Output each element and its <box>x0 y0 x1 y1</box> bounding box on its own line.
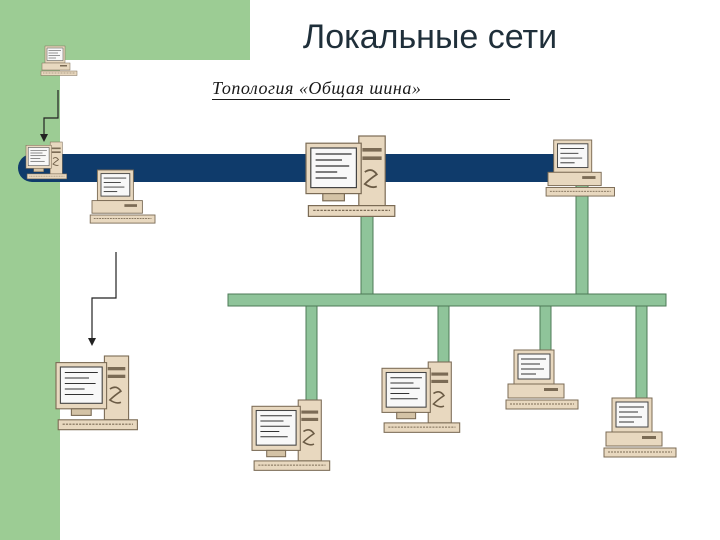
drop-1 <box>305 305 318 403</box>
computer-7 <box>251 399 331 472</box>
computer-6 <box>55 355 139 431</box>
computer-9 <box>505 349 579 410</box>
arrow-line-1 <box>43 90 59 136</box>
computer-5 <box>545 139 615 197</box>
top-accent-band <box>60 0 250 60</box>
slide-subtitle: Топология «Общая шина» <box>212 78 422 98</box>
main-bus <box>18 154 574 182</box>
subtitle-underline <box>212 99 510 100</box>
computer-8 <box>381 361 461 434</box>
secondary-bus <box>227 293 667 307</box>
left-accent-band <box>0 0 60 540</box>
arrow-line-2 <box>91 252 117 340</box>
drop-4 <box>635 305 648 403</box>
computer-1 <box>40 45 78 76</box>
arrow-head-2 <box>88 338 96 346</box>
computer-4 <box>305 135 396 218</box>
arrow-head-1 <box>40 134 48 142</box>
bus-connector-2 <box>575 179 589 297</box>
slide-title: Локальные сети <box>302 18 558 56</box>
computer-10 <box>603 397 677 458</box>
drop-3 <box>539 305 552 357</box>
